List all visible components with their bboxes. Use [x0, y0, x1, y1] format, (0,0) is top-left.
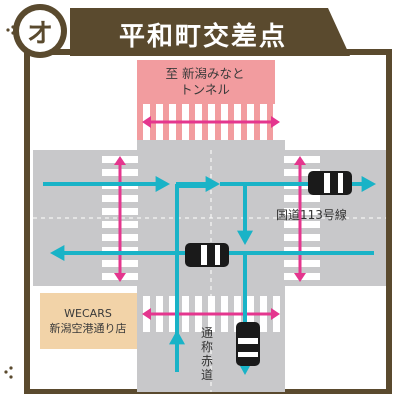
pedestrian-arrow-icon — [142, 308, 151, 320]
car-window — [238, 338, 258, 344]
pedestrian-arrow-icon — [294, 273, 306, 282]
dot — [6, 28, 10, 32]
dot — [9, 375, 13, 379]
cars — [185, 171, 352, 366]
route-arrow-icon — [50, 245, 65, 261]
pink-zone-line2: トンネル — [180, 82, 230, 97]
car-window — [215, 245, 220, 265]
crosswalk-stripe — [284, 169, 320, 176]
crosswalk-stripe — [284, 247, 320, 254]
crosswalk-stripe — [284, 234, 320, 241]
crosswalk-stripe — [284, 208, 320, 215]
route-arrow-icon — [155, 176, 170, 192]
car-icon — [308, 171, 352, 195]
horizontal-road-label: 国道113号線 — [276, 208, 347, 222]
pedestrian-arrow-icon — [271, 308, 280, 320]
pedestrian-arrow-icon — [294, 156, 306, 165]
route-arrow-icon — [169, 330, 185, 345]
car-window — [238, 352, 258, 357]
dot — [4, 370, 8, 374]
store-branch: 新潟空港通り店 — [49, 322, 127, 335]
pedestrian-arrow-icon — [114, 273, 126, 282]
dot — [9, 366, 13, 370]
pedestrian-arrow-icon — [142, 116, 151, 128]
car-window — [338, 173, 343, 193]
pink-zone-label: 至 新潟みなと トンネル — [136, 66, 274, 98]
pedestrian-arrows — [114, 116, 306, 320]
crosswalk-stripe — [284, 221, 320, 228]
car-icon — [236, 322, 260, 366]
vertical-road-label: 通称赤道 — [200, 326, 213, 382]
pedestrian-arrow-icon — [271, 116, 280, 128]
route-arrow-icon — [205, 176, 220, 192]
title-banner — [70, 8, 350, 56]
north-stub — [137, 140, 285, 156]
route-arrow-icon — [237, 230, 253, 245]
pink-zone-line1: 至 新潟みなと — [165, 66, 245, 81]
crosswalk-stripe — [284, 195, 320, 202]
route-arrow-icon — [361, 176, 376, 192]
crosswalk-stripe — [284, 260, 320, 267]
page-title: 平和町交差点 — [118, 21, 287, 52]
car-window — [324, 173, 330, 193]
store-label: WECARS 新潟空港通り店 — [40, 293, 136, 349]
store-name: WECARS — [64, 307, 112, 320]
badge-circle — [19, 10, 61, 52]
badge-label: オ — [26, 18, 53, 49]
car-window — [201, 245, 207, 265]
store-block — [40, 293, 137, 349]
pedestrian-arrow-icon — [114, 156, 126, 165]
car-icon — [185, 243, 229, 267]
